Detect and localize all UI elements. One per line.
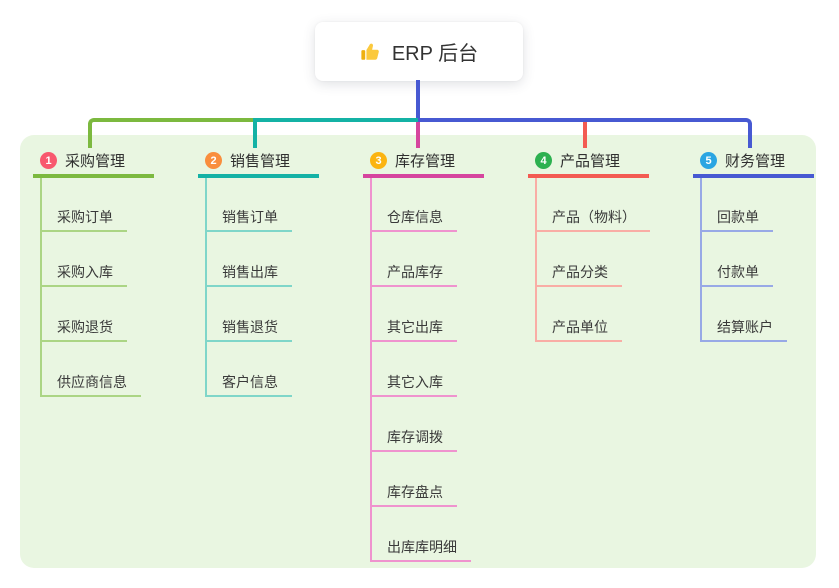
child-node[interactable]: 结算账户 <box>700 314 787 342</box>
child-node[interactable]: 其它出库 <box>370 314 457 342</box>
child-node[interactable]: 采购入库 <box>40 259 127 287</box>
connector-bar-left <box>88 118 255 148</box>
branch-node-5[interactable]: 5 财务管理 <box>693 147 814 178</box>
connector-root-stem <box>416 80 420 118</box>
branch-badge: 2 <box>205 152 222 169</box>
child-node[interactable]: 出库库明细 <box>370 534 471 562</box>
child-node[interactable]: 库存盘点 <box>370 479 457 507</box>
branch-node-3[interactable]: 3 库存管理 <box>363 147 484 178</box>
child-node[interactable]: 回款单 <box>700 204 773 232</box>
connector-bar-right <box>418 118 752 148</box>
child-node[interactable]: 库存调拨 <box>370 424 457 452</box>
branch-node-1[interactable]: 1 采购管理 <box>33 147 154 178</box>
branches-panel <box>20 135 816 568</box>
child-node[interactable]: 销售出库 <box>205 259 292 287</box>
thumbs-up-icon <box>360 41 382 63</box>
child-node[interactable]: 产品（物料） <box>535 204 650 232</box>
connector-drop-product <box>583 122 587 148</box>
child-node[interactable]: 产品单位 <box>535 314 622 342</box>
branch-node-4[interactable]: 4 产品管理 <box>528 147 649 178</box>
child-node[interactable]: 仓库信息 <box>370 204 457 232</box>
child-node[interactable]: 产品库存 <box>370 259 457 287</box>
child-connector-line <box>40 178 42 397</box>
root-node-erp[interactable]: ERP 后台 <box>315 22 523 81</box>
branch-badge: 3 <box>370 152 387 169</box>
child-node[interactable]: 供应商信息 <box>40 369 141 397</box>
child-node[interactable]: 销售订单 <box>205 204 292 232</box>
child-node[interactable]: 销售退货 <box>205 314 292 342</box>
child-node[interactable]: 付款单 <box>700 259 773 287</box>
branch-label: 库存管理 <box>395 153 456 170</box>
root-node-label: ERP 后台 <box>391 43 479 65</box>
branch-badge: 5 <box>700 152 717 169</box>
child-node[interactable]: 客户信息 <box>205 369 292 397</box>
branch-label: 财务管理 <box>725 153 786 170</box>
child-connector-line <box>205 178 207 397</box>
branch-label: 采购管理 <box>65 153 126 170</box>
branch-badge: 4 <box>535 152 552 169</box>
child-connector-line <box>370 178 372 562</box>
connector-drop-sales <box>253 118 257 148</box>
child-node[interactable]: 产品分类 <box>535 259 622 287</box>
branch-label: 销售管理 <box>230 153 291 170</box>
child-node[interactable]: 采购订单 <box>40 204 127 232</box>
child-connector-line <box>535 178 537 342</box>
branch-badge: 1 <box>40 152 57 169</box>
branch-label: 产品管理 <box>560 153 621 170</box>
child-connector-line <box>700 178 702 342</box>
connector-drop-inventory <box>416 122 420 148</box>
child-node[interactable]: 其它入库 <box>370 369 457 397</box>
branch-node-2[interactable]: 2 销售管理 <box>198 147 319 178</box>
connector-bar-mid <box>255 118 418 122</box>
child-node[interactable]: 采购退货 <box>40 314 127 342</box>
